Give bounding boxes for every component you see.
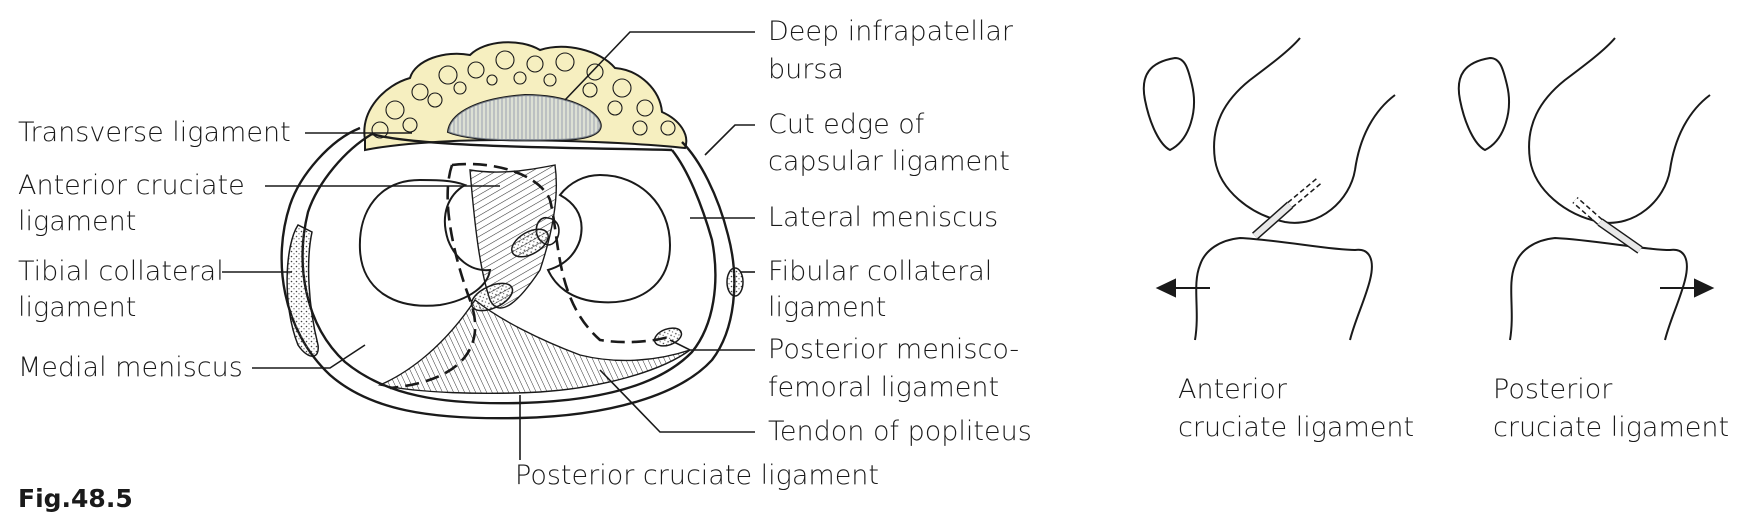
label-transverse-ligament: Transverse ligament <box>18 117 291 148</box>
dashed-outline <box>389 162 673 390</box>
label-posterior-meniscofemoral-line1: Posterior menisco- <box>768 334 1020 365</box>
label-fibular-collateral-line1: Fibular collateral <box>768 256 993 287</box>
label-posterior-meniscofemoral-line2: femoral ligament <box>768 372 1000 403</box>
caption-posterior-line1: Posterior <box>1493 374 1613 405</box>
caption-anterior-line1: Anterior <box>1178 374 1288 405</box>
anterior-cruciate-ligament-shape <box>469 164 558 309</box>
lateral-meniscus-shape <box>546 173 672 304</box>
label-tibial-collateral-line1: Tibial collateral <box>18 256 224 287</box>
label-lateral-meniscus: Lateral meniscus <box>768 202 999 233</box>
label-anterior-cruciate-line1: Anterior cruciate <box>18 170 245 201</box>
label-fibular-collateral-line2: ligament <box>768 292 887 323</box>
label-cut-edge-line1: Cut edge of <box>768 109 925 140</box>
fibular-collateral-ligament-shape <box>726 267 744 297</box>
knee-diagram-anterior-cruciate <box>1142 37 1396 341</box>
label-tendon-of-popliteus: Tendon of popliteus <box>768 416 1032 447</box>
figure-label: Fig.48.5 <box>18 484 133 513</box>
label-deep-infrapatellar-line1: Deep infrapatellar <box>768 16 1014 47</box>
caption-posterior-line2: cruciate ligament <box>1493 412 1730 443</box>
label-anterior-cruciate-line2: ligament <box>18 206 137 237</box>
label-deep-infrapatellar-line2: bursa <box>768 54 844 85</box>
label-posterior-cruciate-ligament: Posterior cruciate ligament <box>515 460 879 491</box>
label-medial-meniscus: Medial meniscus <box>18 352 243 383</box>
medial-meniscus-shape <box>358 178 492 307</box>
label-cut-edge-line2: capsular ligament <box>768 146 1010 177</box>
knee-diagram-posterior-cruciate <box>1457 37 1715 341</box>
caption-anterior-line2: cruciate ligament <box>1178 412 1415 443</box>
posterior-cruciate-ligament-shape <box>377 298 691 395</box>
tibial-collateral-ligament-shape <box>286 224 319 357</box>
leader-lines <box>222 31 755 460</box>
label-tibial-collateral-line2: ligament <box>18 292 137 323</box>
